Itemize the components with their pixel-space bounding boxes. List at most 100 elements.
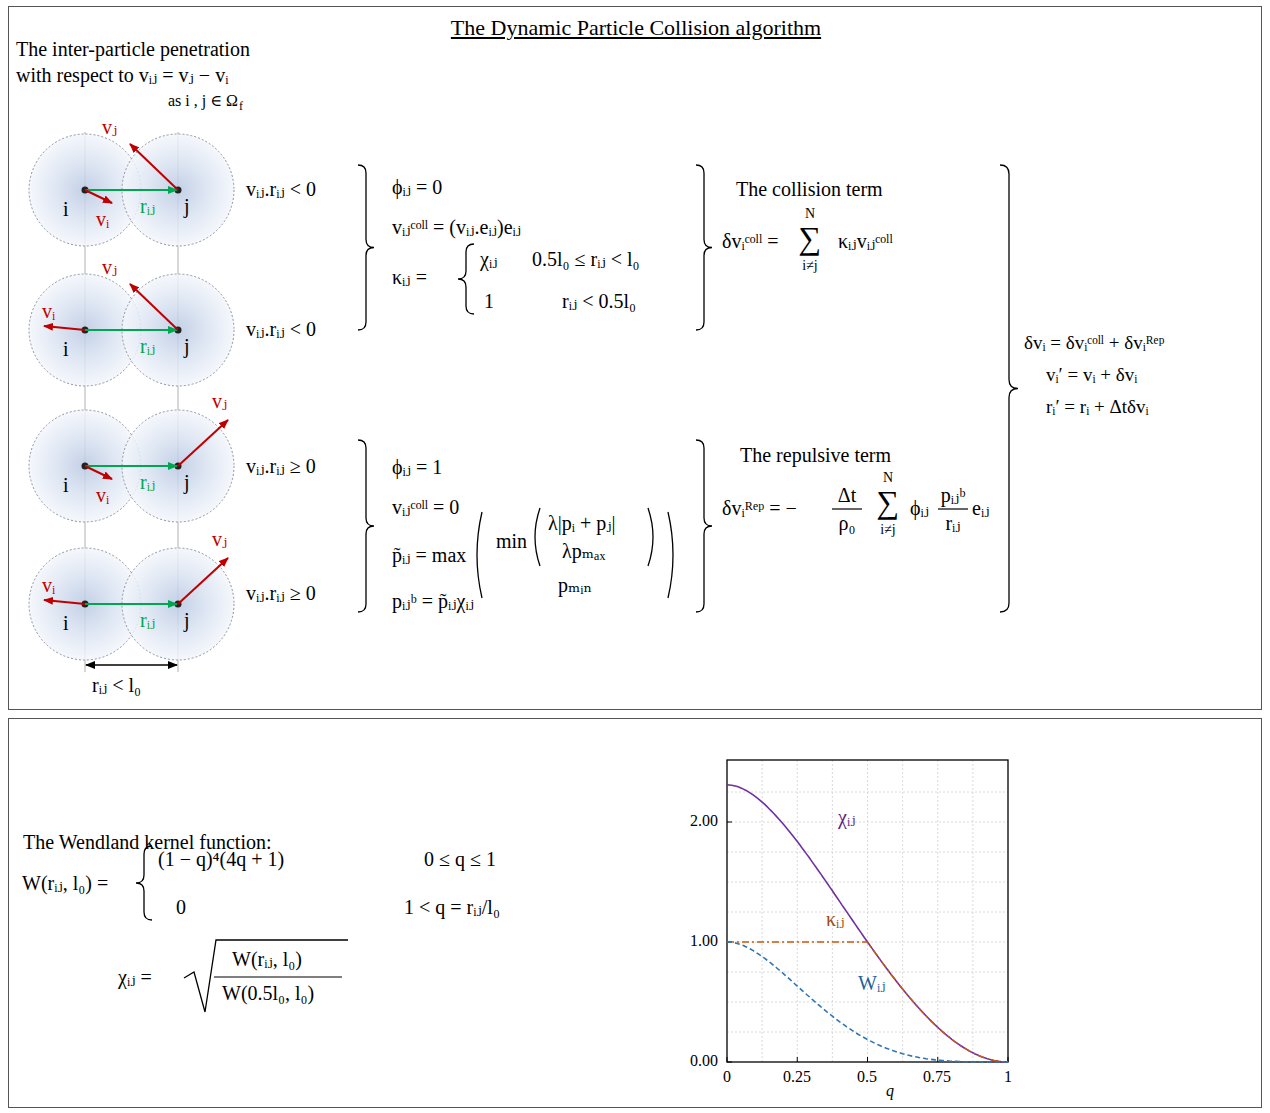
grid-line — [727, 822, 1008, 823]
formula-text: 0 — [723, 1068, 731, 1086]
formula-text: κᵢⱼ — [826, 908, 845, 931]
root-sign — [184, 940, 348, 1012]
grid-line — [867, 760, 868, 1062]
formula-text: δvᵢᴿᵉᵖ = − — [722, 497, 797, 520]
formula-text: vᵢⱼᶜᵒˡˡ = 0 — [392, 496, 459, 519]
formula-text: χᵢⱼ — [838, 806, 855, 829]
formula-text: f — [239, 100, 243, 114]
chi-curve — [727, 785, 1008, 1062]
right-brace — [358, 440, 374, 612]
formula-text: q — [886, 1082, 894, 1100]
formula-text: W(rᵢⱼ, l₀) — [232, 948, 302, 971]
formula-text: rᵢ′ = rᵢ + Δtδvᵢ — [1046, 396, 1149, 418]
formula-text: χᵢⱼ = — [118, 966, 152, 989]
grid-line — [762, 760, 763, 1062]
formula-text: rᵢⱼ < 0.5l₀ — [562, 290, 636, 313]
formula-text: rᵢⱼ < l₀ — [92, 674, 141, 697]
formula-text: ϕᵢⱼ = 0 — [392, 176, 442, 199]
right-brace — [1000, 165, 1018, 612]
formula-text: ϕᵢⱼ — [910, 497, 929, 520]
formula-text: pᵢⱼᵇ = p̃ᵢⱼχᵢⱼ — [392, 590, 474, 613]
formula-text: min — [496, 530, 527, 553]
formula-text: N — [883, 470, 893, 486]
grid-line — [797, 760, 798, 1062]
formula-text: as i , j ∈ Ω — [168, 92, 238, 110]
kernel-curve — [727, 942, 1008, 1062]
tick — [727, 822, 732, 823]
kappa-curve — [727, 942, 1008, 1062]
formula-text: i — [63, 612, 69, 635]
grid-line — [727, 912, 1008, 913]
formula-text: pₘᵢₙ — [558, 574, 592, 597]
formula-text: κᵢⱼ = — [392, 266, 427, 289]
formula-text: vᵢⱼ.rᵢⱼ ≥ 0 — [246, 582, 316, 605]
formula-text: rᵢⱼ — [140, 335, 155, 358]
formula-text: W(rᵢⱼ, l₀) = — [22, 872, 108, 895]
tick — [867, 1057, 868, 1062]
formula-text: pᵢⱼᵇ — [941, 484, 966, 507]
grid-line — [937, 760, 938, 1062]
formula-text: 0 — [176, 896, 186, 919]
velocity-vector — [44, 600, 85, 604]
formula-text: vⱼ — [102, 116, 117, 139]
grid-line — [727, 882, 1008, 883]
formula-text: ρ₀ — [839, 512, 856, 535]
formula-text: λpₘₐₓ — [562, 540, 605, 563]
formula-text: 1 — [1004, 1068, 1012, 1086]
formula-text: Wᵢⱼ — [858, 972, 885, 995]
formula-text: rᵢⱼ — [140, 471, 155, 494]
formula-text: rᵢⱼ — [140, 609, 155, 632]
formula-text: i≠j — [802, 258, 817, 274]
right-brace — [696, 440, 712, 612]
formula-text: W(0.5l₀, l₀) — [222, 982, 314, 1005]
velocity-vector — [44, 326, 85, 330]
dimension-arrow — [86, 664, 177, 665]
formula-text: i — [63, 474, 69, 497]
velocity-vector — [130, 144, 178, 190]
distance-vector — [85, 465, 177, 467]
tick — [937, 1057, 938, 1062]
parenthesis — [535, 508, 540, 566]
formula-text: vᵢ′ = vᵢ + δvᵢ — [1046, 364, 1137, 386]
grid-line — [727, 1002, 1008, 1003]
tick — [727, 1062, 732, 1063]
formula-text: (1 − q)⁴(4q + 1) — [158, 848, 284, 871]
formula-text: 0.25 — [783, 1068, 811, 1086]
formula-text: i≠j — [880, 522, 895, 538]
formula-text: j — [184, 471, 190, 494]
formula-text: The inter-particle penetration — [16, 38, 250, 61]
right-brace — [358, 165, 374, 330]
formula-text: κᵢⱼvᵢⱼᶜᵒˡˡ — [838, 230, 893, 253]
fraction-bar — [938, 508, 968, 509]
tick — [797, 1057, 798, 1062]
velocity-vector — [178, 420, 228, 466]
formula-text: vᵢ — [42, 300, 55, 323]
formula-text: vⱼ — [212, 390, 227, 413]
grid-line — [972, 760, 973, 1062]
formula-text: χᵢⱼ — [480, 248, 497, 271]
distance-vector — [85, 603, 177, 605]
formula-text: j — [184, 195, 190, 218]
velocity-vector — [85, 466, 112, 479]
grid-line — [727, 852, 1008, 853]
panel-heading: The Dynamic Particle Collision algorithm — [451, 15, 821, 40]
formula-text: δvᵢ = δvᵢᶜᵒˡˡ + δvᵢᴿᵉᵖ — [1024, 332, 1164, 354]
formula-text: eᵢⱼ — [972, 497, 989, 520]
grid-line — [902, 760, 903, 1062]
formula-text: 0.5 — [857, 1068, 877, 1086]
formula-text: vᵢ — [96, 208, 109, 231]
parenthesis — [648, 508, 653, 566]
formula-text: The repulsive term — [740, 444, 891, 467]
formula-text: rᵢⱼ — [140, 195, 155, 218]
velocity-vector — [178, 558, 228, 604]
formula-text: vᵢⱼ.rᵢⱼ ≥ 0 — [246, 455, 316, 478]
parenthesis — [668, 512, 673, 598]
formula-text: vᵢⱼ.rᵢⱼ < 0 — [246, 318, 316, 341]
formula-text: 0 ≤ q ≤ 1 — [424, 848, 496, 871]
formula-text: j — [184, 335, 190, 358]
formula-text: vᵢ — [96, 484, 109, 507]
formula-text: 1 — [484, 290, 494, 313]
formula-text: 1 < q = rᵢⱼ/l₀ — [404, 896, 500, 919]
